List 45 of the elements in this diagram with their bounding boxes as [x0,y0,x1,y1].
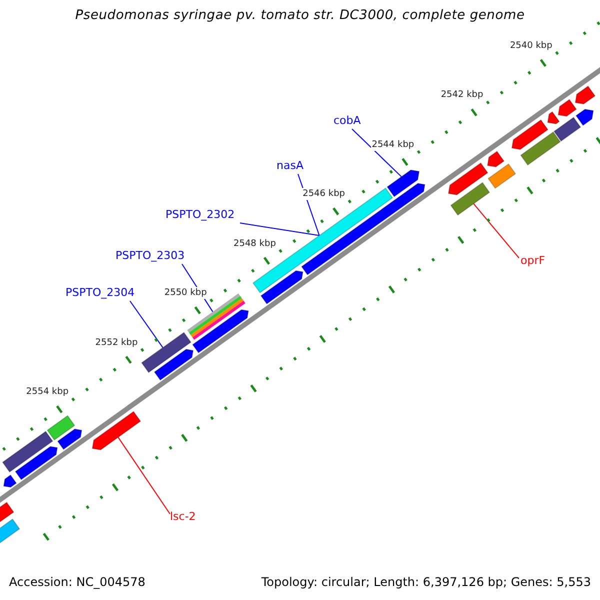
gene-bar [141,332,192,374]
gene-bar [57,428,82,450]
leader-line [473,203,520,258]
tick-label: 2552 kbp [94,336,139,349]
tick-label: 2544 kbp [370,138,416,151]
gene-label: PSPTO_2303 [116,250,185,262]
gene-bar [520,131,561,166]
gene-label: oprF [520,255,546,267]
gene-bar [14,446,58,480]
gene-bar [301,182,426,276]
leader-line [240,222,320,236]
gene-bar [450,182,490,216]
gene-bar [488,163,516,189]
tick-label: 2550 kbp [163,287,208,300]
gene-bar [192,309,249,354]
tick-label: 2554 kbp [25,386,70,398]
gene-bar [92,410,142,450]
gene-bar [46,415,76,441]
leader-line [352,128,402,178]
gene-bar [260,270,304,304]
gene-bar [547,111,560,124]
gene-label: nasA [276,160,304,172]
tick-label: 2548 kbp [232,238,277,250]
gene-bar [448,162,488,196]
leader-line [118,436,170,514]
gene-label: PSPTO_2302 [166,209,235,221]
gene-bar [154,348,194,381]
tick-label: 2542 kbp [440,89,484,102]
tick-label: 2546 kbp [302,188,346,200]
title: Pseudomonas syringae pv. tomato str. DC3000, complete genome [74,10,526,22]
gene-bar [554,116,582,142]
genome-info-text: Topology: circular; Length: 6,397,126 bp; Genes: 5,553 [261,575,591,589]
gene-label: PSPTO_2304 [66,287,135,299]
leader-line [130,300,164,348]
gene-bar [2,430,54,473]
gene-bar [575,108,594,126]
gene-bar [487,150,505,168]
gene-bar [558,98,577,117]
tick-label: 2540 kbp [508,40,554,52]
gene-label: cobA [334,115,361,127]
gene-bar [574,86,596,104]
gene-label: lsc-2 [170,511,196,523]
gene-bar [511,119,548,150]
gene-bar [386,170,420,198]
accession-text: Accession: NC_004578 [9,575,146,589]
